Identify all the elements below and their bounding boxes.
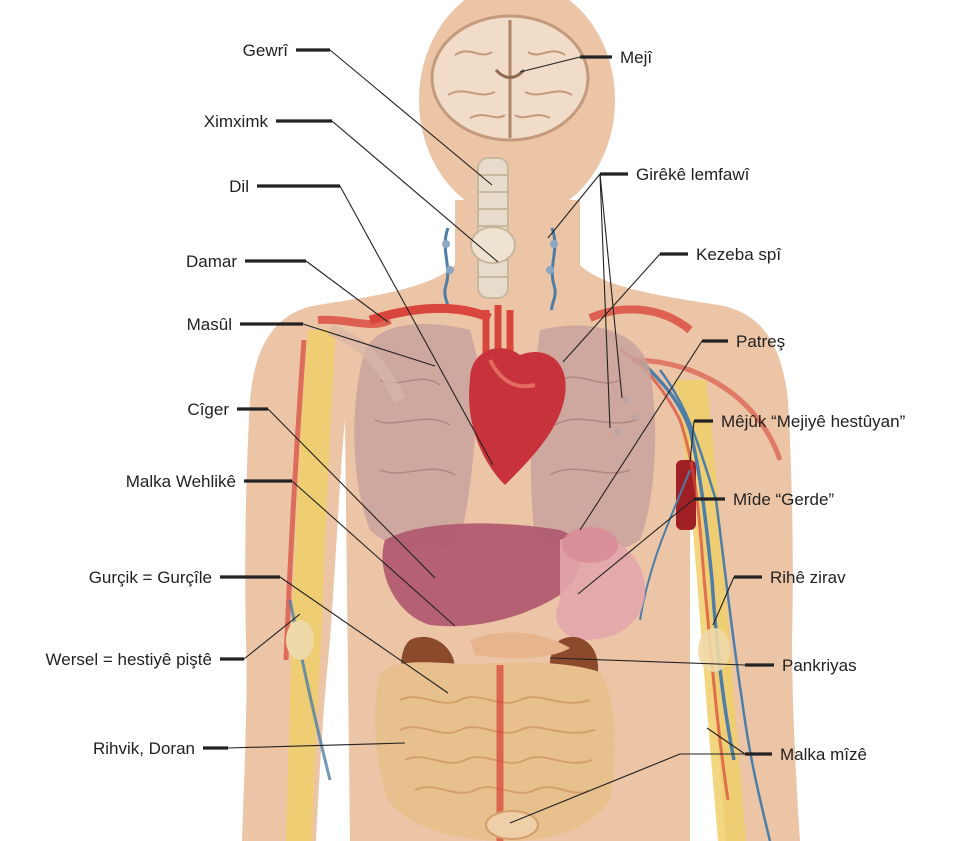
label-pankriyas: Pankriyas [782, 656, 857, 675]
label-gurcik: Gurçik = Gurçîle [89, 568, 212, 587]
label-gireke-lemfawi: Girêkê lemfawî [636, 165, 751, 184]
label-meji: Mejî [620, 48, 653, 67]
label-malka-mize: Malka mîzê [780, 745, 867, 764]
label-dil: Dil [229, 177, 249, 196]
label-wersel: Wersel = hestiyê piştê [46, 650, 212, 669]
label-malka-wehlike: Malka Wehlikê [126, 472, 236, 491]
intestines [375, 662, 615, 841]
label-mejuk: Mêjûk “Mejiyê hestûyan” [721, 412, 906, 431]
label-mide: Mîde “Gerde” [733, 490, 834, 509]
label-gewri: Gewrî [243, 41, 290, 60]
label-rihvik: Rihvik, Doran [93, 739, 195, 758]
label-damar: Damar [186, 252, 237, 271]
trachea [471, 158, 515, 298]
label-rihe-zirav: Rihê zirav [770, 568, 846, 587]
brain [432, 16, 588, 140]
label-patres: Patreş [736, 332, 785, 351]
label-kezeba-spi: Kezeba spî [696, 245, 782, 264]
label-ciger: Cîger [187, 400, 229, 419]
label-masul: Masûl [187, 315, 232, 334]
label-ximximk: Ximximk [204, 112, 269, 131]
